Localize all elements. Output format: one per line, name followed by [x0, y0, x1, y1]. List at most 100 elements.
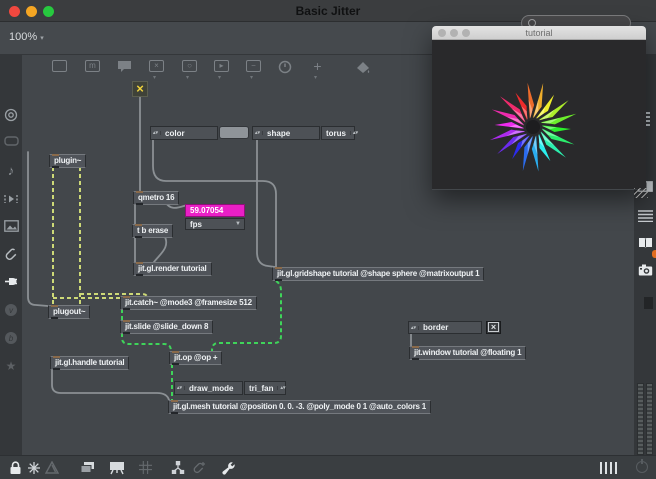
cord-trigger-render2 — [153, 234, 168, 263]
border-checkbox[interactable]: × — [486, 321, 501, 334]
chevron-down-icon[interactable]: ▾ — [250, 75, 254, 81]
umenu-tri-fan[interactable]: tri_fan ▴▾ — [244, 381, 286, 395]
paint-bucket-icon[interactable] — [355, 60, 370, 73]
object-jit-slide[interactable]: jit.slide @slide_down 8 — [120, 320, 214, 334]
new-comment-icon[interactable] — [117, 60, 132, 72]
umenu-fps[interactable]: fps ▼ — [185, 218, 245, 230]
gl-starburst-render — [489, 82, 577, 172]
umenu-torus[interactable]: torus ▴▾ — [321, 126, 358, 140]
freeze-snowflake-icon[interactable] — [26, 461, 42, 475]
object-plugout[interactable]: plugout~ — [48, 305, 91, 319]
power-icon[interactable] — [636, 459, 648, 473]
minimize-window-icon[interactable] — [26, 6, 37, 17]
object-jit-window[interactable]: jit.window tutorial @floating 1 — [409, 346, 527, 360]
umenu-fps-label: fps — [190, 219, 202, 229]
umenu-torus-label: torus — [326, 128, 346, 138]
minimize-window-icon[interactable] — [450, 29, 458, 37]
chevron-down-icon[interactable]: ▾ — [186, 75, 190, 81]
snapshot-camera-icon[interactable] — [634, 264, 656, 276]
attrui-border-menu[interactable]: ▴▾ border — [408, 321, 482, 334]
close-window-icon[interactable] — [9, 6, 20, 17]
paperclip-icon[interactable] — [0, 247, 22, 261]
object-jit-op[interactable]: jit.op @op + — [169, 351, 223, 365]
object-plugin[interactable]: plugin~ — [49, 154, 87, 168]
wrench-icon[interactable] — [221, 461, 237, 475]
zoom-level-value: 100% — [9, 31, 38, 43]
target-icon[interactable] — [0, 108, 22, 122]
cord-handle-mesh — [51, 367, 170, 401]
image-icon[interactable] — [0, 220, 22, 232]
object-jit-gl-gridshape[interactable]: jit.gl.gridshape tutorial @shape sphere … — [272, 267, 485, 281]
fps-number-box[interactable]: 59.07054 — [185, 204, 245, 217]
object-jit-catch[interactable]: jit.catch~ @mode3 @framesize 512 — [120, 296, 257, 310]
new-button-icon[interactable]: ○ — [182, 60, 197, 72]
audio-meter-right — [646, 383, 653, 455]
attrui-shape-label: shape — [267, 128, 291, 138]
object-jit-gl-mesh[interactable]: jit.gl.mesh tutorial @position 0. 0. -3.… — [168, 400, 432, 414]
lock-icon[interactable] — [7, 461, 23, 475]
vizzie-icon[interactable]: v — [0, 303, 22, 317]
updown-arrows-icon[interactable]: ▴▾ — [277, 386, 287, 391]
updown-arrows-icon[interactable]: ▴▾ — [253, 131, 264, 136]
notification-notch — [652, 250, 656, 258]
grid-icon[interactable] — [137, 461, 153, 475]
chevron-down-icon[interactable]: ▼ — [235, 221, 241, 227]
beap-icon[interactable]: b — [0, 331, 22, 345]
zoom-window-icon[interactable] — [462, 29, 470, 37]
presentation-icon[interactable] — [109, 461, 125, 475]
updown-arrows-icon[interactable]: ▴▾ — [175, 386, 186, 391]
tutorial-floating-window[interactable]: tutorial — [432, 26, 646, 190]
zoom-window-icon[interactable] — [43, 6, 54, 17]
plug-icon[interactable] — [0, 275, 22, 288]
music-note-icon[interactable]: ♪ — [7, 163, 15, 178]
rounded-button-icon[interactable] — [0, 136, 22, 146]
lessons-pencil-icon[interactable] — [44, 461, 60, 475]
add-object-icon[interactable]: + — [313, 58, 322, 74]
console-list-icon[interactable] — [634, 209, 656, 222]
audio-meter-left — [637, 383, 644, 455]
new-object-box-icon[interactable] — [52, 60, 67, 72]
new-playbar-icon[interactable]: ▸ — [214, 60, 229, 72]
toggle-x-button[interactable]: × — [132, 81, 148, 97]
attrui-draw-mode-menu[interactable]: ▴▾ draw_mode — [174, 381, 243, 395]
playbar-icon[interactable] — [0, 193, 22, 205]
sidebar-collapse-notch[interactable] — [644, 297, 653, 309]
hierarchy-nodes-icon[interactable] — [170, 461, 186, 475]
updown-arrows-icon[interactable]: ▴▾ — [151, 131, 162, 136]
tutorial-window-titlebar[interactable]: tutorial — [432, 26, 646, 40]
clip-icon[interactable] — [191, 461, 207, 475]
attrui-draw-mode-label: draw_mode — [189, 383, 234, 393]
favorites-star-icon[interactable]: ★ — [5, 359, 17, 373]
new-message-box-icon[interactable]: m — [85, 60, 100, 72]
attrui-shape-menu[interactable]: ▴▾ shape — [252, 126, 320, 140]
updown-arrows-icon[interactable]: ▴▾ — [350, 131, 360, 136]
attrui-border-label: border — [423, 323, 449, 332]
windows-layers-icon[interactable] — [79, 461, 95, 475]
new-slider-icon[interactable]: − — [246, 60, 261, 72]
window-title: Basic Jitter — [295, 4, 361, 18]
tutorial-window-title: tutorial — [525, 28, 553, 38]
window-titlebar: Basic Jitter — [0, 0, 656, 22]
new-toggle-icon[interactable]: × — [149, 60, 164, 72]
drag-handle-icon[interactable] — [646, 112, 650, 128]
chevron-down-icon[interactable]: ▾ — [153, 75, 157, 81]
chevron-down-icon: ▾ — [40, 35, 44, 42]
checkbox-x-glyph: × — [488, 322, 499, 332]
mixer-bars-icon[interactable] — [600, 462, 618, 474]
close-window-icon[interactable] — [438, 29, 446, 37]
left-sidebar: ♪ v b ★ — [0, 55, 22, 455]
object-trigger[interactable]: t b erase — [132, 224, 174, 238]
object-jit-gl-render[interactable]: jit.gl.render tutorial — [133, 262, 212, 276]
object-qmetro[interactable]: qmetro 16 — [133, 191, 180, 205]
window-resize-grip-icon[interactable] — [634, 188, 648, 198]
zoom-level-control[interactable]: 100% ▾ — [9, 31, 44, 43]
attrui-color-menu[interactable]: ▴▾ color — [150, 126, 218, 140]
color-swatch[interactable] — [219, 126, 249, 139]
reference-book-icon[interactable] — [634, 237, 656, 248]
object-jit-gl-handle[interactable]: jit.gl.handle tutorial — [50, 356, 130, 370]
updown-arrows-icon[interactable]: ▴▾ — [409, 325, 420, 330]
transport-clock-icon[interactable] — [278, 60, 293, 74]
chevron-down-icon[interactable]: ▾ — [314, 75, 318, 81]
chevron-down-icon[interactable]: ▾ — [218, 75, 222, 81]
